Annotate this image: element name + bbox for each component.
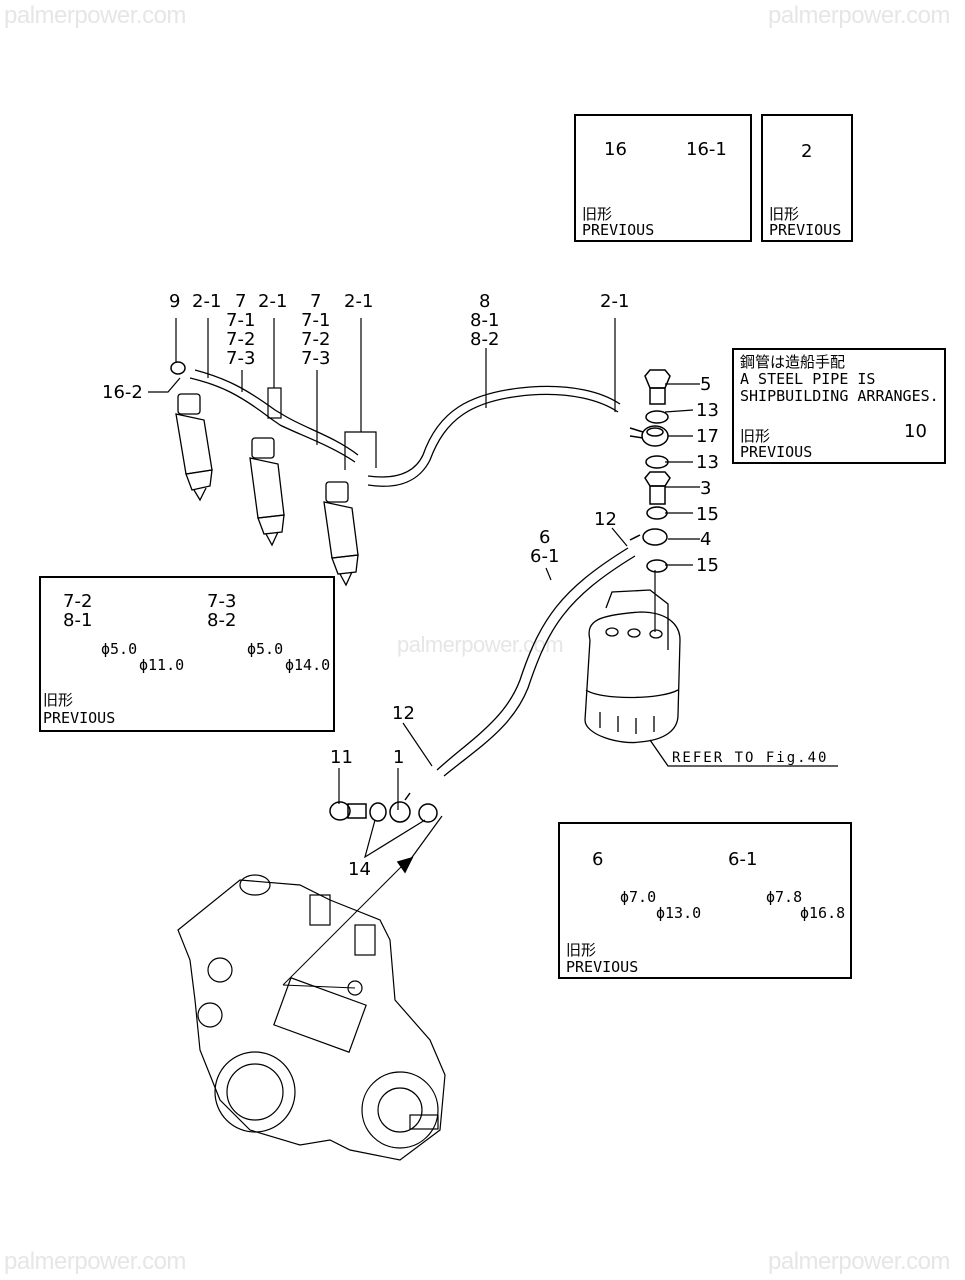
part-label-12: 12 — [594, 509, 617, 530]
leak-off-hose — [189, 369, 359, 463]
part-numbers-old: 6 — [592, 849, 604, 870]
part-number: 16-1 — [686, 139, 727, 160]
note-line: A STEEL PIPE IS — [740, 370, 876, 388]
washer-13 — [645, 410, 669, 424]
injector — [323, 481, 359, 587]
pipe-7-revision-box: 7-2 8-1 ϕ5.0 ϕ11.0 旧形 PREVIOUS 7-3 8-2 ϕ… — [39, 576, 335, 732]
previous-note-en: PREVIOUS — [566, 958, 639, 976]
clamp-2-box: 2 旧形 PREVIOUS — [761, 114, 853, 242]
watermark: palmerpower.com — [768, 2, 950, 29]
washer-14 — [418, 803, 438, 823]
banjo-17 — [629, 425, 669, 447]
previous-note-jp: 旧形 — [566, 941, 597, 959]
part-label-2-1: 2-1 — [192, 291, 222, 312]
outer-diameter-new: ϕ14.0 — [285, 656, 331, 674]
note-line: SHIPBUILDING ARRANGES. — [740, 387, 939, 405]
part-label: 13 — [696, 452, 719, 473]
note-jp: 鋼管は造船手配 — [740, 353, 846, 371]
previous-note-en: PREVIOUS — [740, 443, 813, 461]
part-numbers-new: 6-1 — [728, 849, 758, 870]
fuel-filter — [584, 589, 838, 767]
washer-13 — [645, 455, 669, 469]
inner-diameter-old: ϕ7.0 — [620, 888, 657, 906]
refer-fig-40: REFER TO Fig.40 — [672, 750, 829, 766]
banjo-1 — [389, 792, 411, 823]
bolt-3 — [644, 471, 671, 505]
watermark: palmerpower.com — [4, 1248, 186, 1275]
previous-note-jp: 旧形 — [43, 691, 74, 709]
part-label: 17 — [696, 426, 719, 447]
injector — [249, 437, 285, 547]
part-label: 15 — [696, 504, 719, 525]
part-label-14: 14 — [348, 859, 371, 880]
part-label-2-1: 2-1 — [344, 291, 374, 312]
part-number: 10 — [904, 421, 927, 442]
pipe-6-revision-box: 6 ϕ7.0 ϕ13.0 旧形 PREVIOUS 6-1 ϕ7.8 ϕ16.8 — [558, 822, 852, 979]
clamp-revision-box: 16 16-1 旧形 PREVIOUS — [574, 114, 752, 242]
outer-diameter-old: ϕ13.0 — [656, 904, 702, 922]
leader-lines — [148, 318, 616, 470]
injector — [175, 393, 213, 502]
previous-note-en: PREVIOUS — [769, 221, 842, 239]
bolt-11 — [329, 801, 367, 821]
steel-pipe-note-box: 鋼管は造船手配 A STEEL PIPE IS SHIPBUILDING ARR… — [732, 348, 946, 464]
part-label-8-group: 8 8-1 8-2 — [470, 291, 500, 350]
inner-diameter-old: ϕ5.0 — [101, 640, 138, 658]
part-label: 15 — [696, 555, 719, 576]
washer-14 — [369, 802, 387, 822]
part-label-16-2: 16-2 — [102, 382, 143, 403]
previous-note-jp: 旧形 — [582, 205, 613, 223]
part-number: 2 — [801, 141, 813, 162]
watermark: palmerpower.com — [768, 1248, 950, 1275]
banjo-leaders — [654, 383, 700, 632]
inner-diameter-new: ϕ5.0 — [247, 640, 284, 658]
part-label-11: 11 — [330, 747, 353, 768]
part-label: 5 — [700, 374, 712, 395]
part-numbers-old: 7-2 8-1 — [63, 591, 93, 631]
part-label-7-group: 7 7-1 7-2 7-3 — [301, 291, 331, 369]
part-label-6-group: 6 6-1 — [530, 527, 560, 567]
previous-note-jp: 旧形 — [769, 205, 800, 223]
part-number: 16 — [604, 139, 627, 160]
injection-pump — [177, 874, 446, 1161]
cap-9 — [170, 361, 186, 375]
fuel-pipe-6 — [436, 547, 636, 777]
watermark: palmerpower.com — [397, 632, 564, 657]
previous-note-en: PREVIOUS — [582, 221, 655, 239]
part-label-2-1: 2-1 — [258, 291, 288, 312]
part-label-12: 12 — [392, 703, 415, 724]
part-label-9: 9 — [169, 291, 181, 312]
part-label-2-1: 2-1 — [600, 291, 630, 312]
washer-15 — [646, 506, 668, 520]
washer-15 — [646, 559, 668, 573]
outer-diameter-old: ϕ11.0 — [139, 656, 185, 674]
previous-note-jp: 旧形 — [740, 427, 771, 445]
part-label: 3 — [700, 478, 712, 499]
previous-note-en: PREVIOUS — [43, 709, 116, 727]
part-numbers-new: 7-3 8-2 — [207, 591, 237, 631]
banjo-bolt-5 — [644, 369, 671, 405]
part-label: 4 — [700, 529, 712, 550]
watermark: palmerpower.com — [4, 2, 186, 29]
part-label-7-group: 7 7-1 7-2 7-3 — [226, 291, 256, 369]
inner-diameter-new: ϕ7.8 — [766, 888, 803, 906]
return-pipe-8 — [367, 385, 621, 487]
fitting-4 — [629, 528, 668, 546]
part-label-1: 1 — [393, 747, 405, 768]
outer-diameter-new: ϕ16.8 — [800, 904, 846, 922]
part-label: 13 — [696, 400, 719, 421]
